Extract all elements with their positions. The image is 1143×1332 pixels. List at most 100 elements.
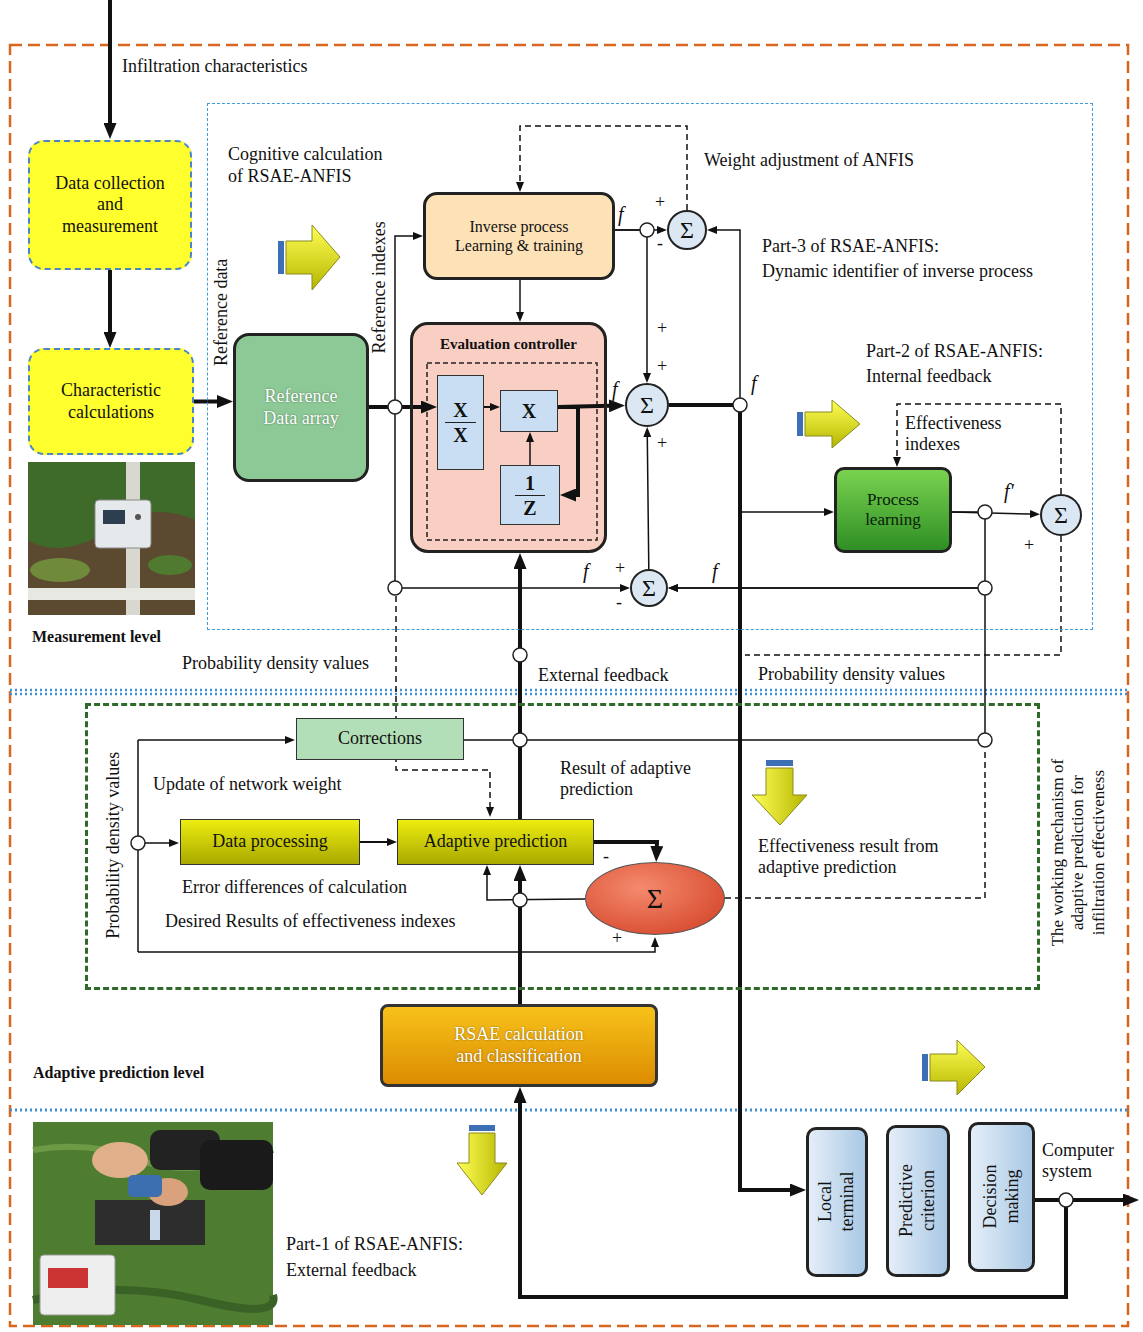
process-box: Inverse process Learning & training: [423, 192, 615, 280]
output-box: Decision making: [968, 1122, 1035, 1272]
connector: [669, 405, 791, 1190]
process-box: RSAE calculation and classification: [380, 1004, 658, 1087]
level-divider: [10, 1109, 1128, 1112]
node-text: Z: [515, 495, 544, 520]
connector: [529, 442, 531, 465]
text-label: +: [615, 558, 625, 579]
node-text: Inverse process Learning & training: [446, 217, 592, 255]
connector: [558, 406, 610, 407]
data-box: Reference Data array: [233, 333, 369, 482]
process-box: Corrections: [296, 718, 464, 760]
text-label: +: [657, 433, 667, 454]
node-text: Decision making: [980, 1152, 1023, 1242]
node-text: RSAE calculation and classification: [443, 1024, 595, 1067]
node-text: Process learning: [853, 490, 933, 531]
node-text: The working mechanism of adaptive predic…: [1047, 745, 1108, 960]
node-text: Reference Data array: [250, 386, 352, 429]
node-text: X: [522, 399, 536, 423]
sum-circle: Σ: [625, 383, 669, 427]
sum-circle: Σ: [1040, 494, 1082, 536]
controller-box: Evaluation controllerXXX1Z: [410, 322, 607, 553]
node-text: Predictive criterion: [896, 1156, 939, 1246]
text-label: f: [618, 203, 624, 226]
text-label: Probability density values: [758, 664, 945, 685]
sensor-photo: [28, 462, 195, 615]
text-label: Adaptive prediction level: [33, 1064, 204, 1082]
text-label: External feedback: [538, 665, 668, 686]
vertical-label: Reference data: [211, 237, 232, 387]
connector: [194, 400, 218, 404]
connector: [464, 588, 985, 740]
connector: [487, 875, 585, 900]
vertical-label: Reference indexes: [369, 204, 390, 369]
connector: [369, 407, 620, 588]
text-label: Effectiveness result from adaptive predi…: [758, 836, 973, 877]
process-box: Characteristic calculations: [28, 348, 194, 455]
output-box: Predictive criterion: [886, 1125, 950, 1277]
node-text: Adaptive prediction: [424, 831, 567, 853]
connector: [647, 437, 649, 569]
node-text: Evaluation controller: [440, 335, 577, 353]
text-label: Update of network weight: [153, 774, 341, 795]
delay-box: 1Z: [500, 465, 560, 525]
node-text: 1: [525, 471, 535, 495]
operator-box: XX: [437, 375, 484, 470]
connector: [108, 270, 112, 333]
signal-lines: [110, 0, 1124, 1200]
text-label: Weight adjustment of ANFIS: [704, 150, 914, 171]
level-divider: [10, 689, 1128, 692]
process-box: Data processing: [180, 819, 360, 865]
node-text: X: [453, 398, 467, 422]
node-text: Data processing: [212, 831, 327, 853]
text-label: External feedback: [286, 1260, 416, 1281]
text-label: f: [612, 378, 618, 401]
text-label: +: [612, 928, 622, 949]
inner-frame: [427, 363, 597, 540]
sum-ellipse: Σ: [585, 862, 725, 935]
text-label: +: [1024, 535, 1034, 556]
sum-circle: Σ: [667, 210, 707, 250]
text-holder: The working mechanism of adaptive predic…: [1047, 745, 1108, 960]
text-label: Result of adaptive prediction: [560, 758, 730, 799]
text-label: -: [657, 233, 663, 254]
connector: [360, 841, 387, 843]
text-label: f: [583, 560, 589, 583]
text-label: -: [603, 846, 609, 867]
connector: [518, 568, 522, 819]
text-label: Computer system: [1042, 1140, 1130, 1181]
text-label: f: [751, 372, 757, 395]
node-text: Cognitive calculation of RSAE-ANFIS: [228, 144, 388, 187]
text-label: +: [657, 318, 667, 339]
text-label: Error differences of calculation: [182, 877, 407, 898]
node-text: Characteristic calculations: [50, 380, 172, 423]
text-label: f: [712, 560, 718, 583]
text-label: +: [657, 356, 667, 377]
connector: [558, 407, 578, 495]
node-text: Data collection and measurement: [54, 173, 166, 238]
text-label: Desired Results of effectiveness indexes: [165, 911, 456, 932]
vertical-label: Probability density values: [103, 730, 124, 960]
connector: [520, 1102, 1066, 1297]
text-label: Part-3 of RSAE-ANFIS:: [762, 236, 939, 257]
level-divider: [10, 693, 1128, 696]
process-box: Data collection and measurement: [28, 140, 192, 270]
process-box: Process learning: [834, 467, 952, 553]
node-text: Σ: [640, 393, 654, 417]
text-label: Measurement level: [32, 628, 161, 646]
outer-frame: [10, 45, 1128, 1326]
text-label: +: [655, 192, 665, 213]
operator-box: X: [500, 390, 558, 432]
node-text: Σ: [647, 885, 663, 913]
output-box: Local terminal: [806, 1127, 868, 1277]
junction-dot: [131, 223, 1073, 1207]
node-text: Σ: [680, 218, 694, 242]
connector: [615, 230, 647, 373]
node-text: Local terminal: [815, 1157, 858, 1247]
process-box: Adaptive prediction: [397, 819, 594, 865]
connector: [669, 230, 740, 405]
node-text: Corrections: [338, 728, 422, 750]
connector: [519, 280, 521, 312]
text-label: -: [616, 592, 622, 613]
text-holder: Cognitive calculation of RSAE-ANFIS: [228, 144, 388, 187]
sum-circle: Σ: [630, 569, 668, 607]
